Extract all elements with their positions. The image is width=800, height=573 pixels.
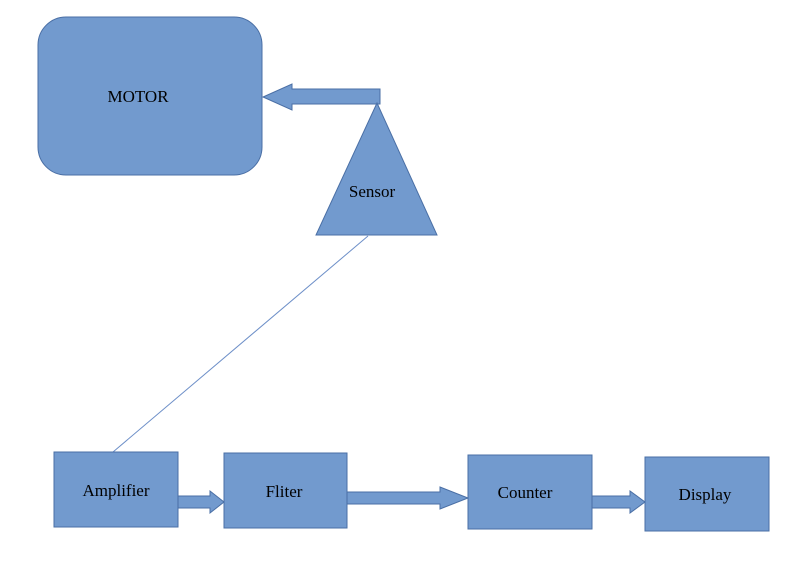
motor-node: MOTOR — [37, 16, 263, 176]
line-sensor-to-amplifier — [112, 235, 369, 453]
amplifier-label: Amplifier — [82, 481, 149, 500]
display-label: Display — [679, 485, 732, 504]
arrow-amplifier-to-filter — [177, 489, 225, 515]
sensor-node: Sensor — [315, 101, 438, 236]
filter-node: Fliter — [223, 452, 348, 529]
counter-node: Counter — [467, 454, 593, 530]
motor-label: MOTOR — [107, 87, 169, 106]
arrow-filter-to-counter — [346, 486, 470, 510]
arrow-sensor-to-motor — [261, 83, 381, 111]
sensor-label: Sensor — [349, 182, 396, 201]
display-node: Display — [644, 456, 770, 532]
amplifier-node: Amplifier — [53, 451, 179, 528]
arrow-counter-to-display — [591, 490, 646, 514]
filter-label: Fliter — [266, 482, 303, 501]
counter-label: Counter — [498, 483, 553, 502]
